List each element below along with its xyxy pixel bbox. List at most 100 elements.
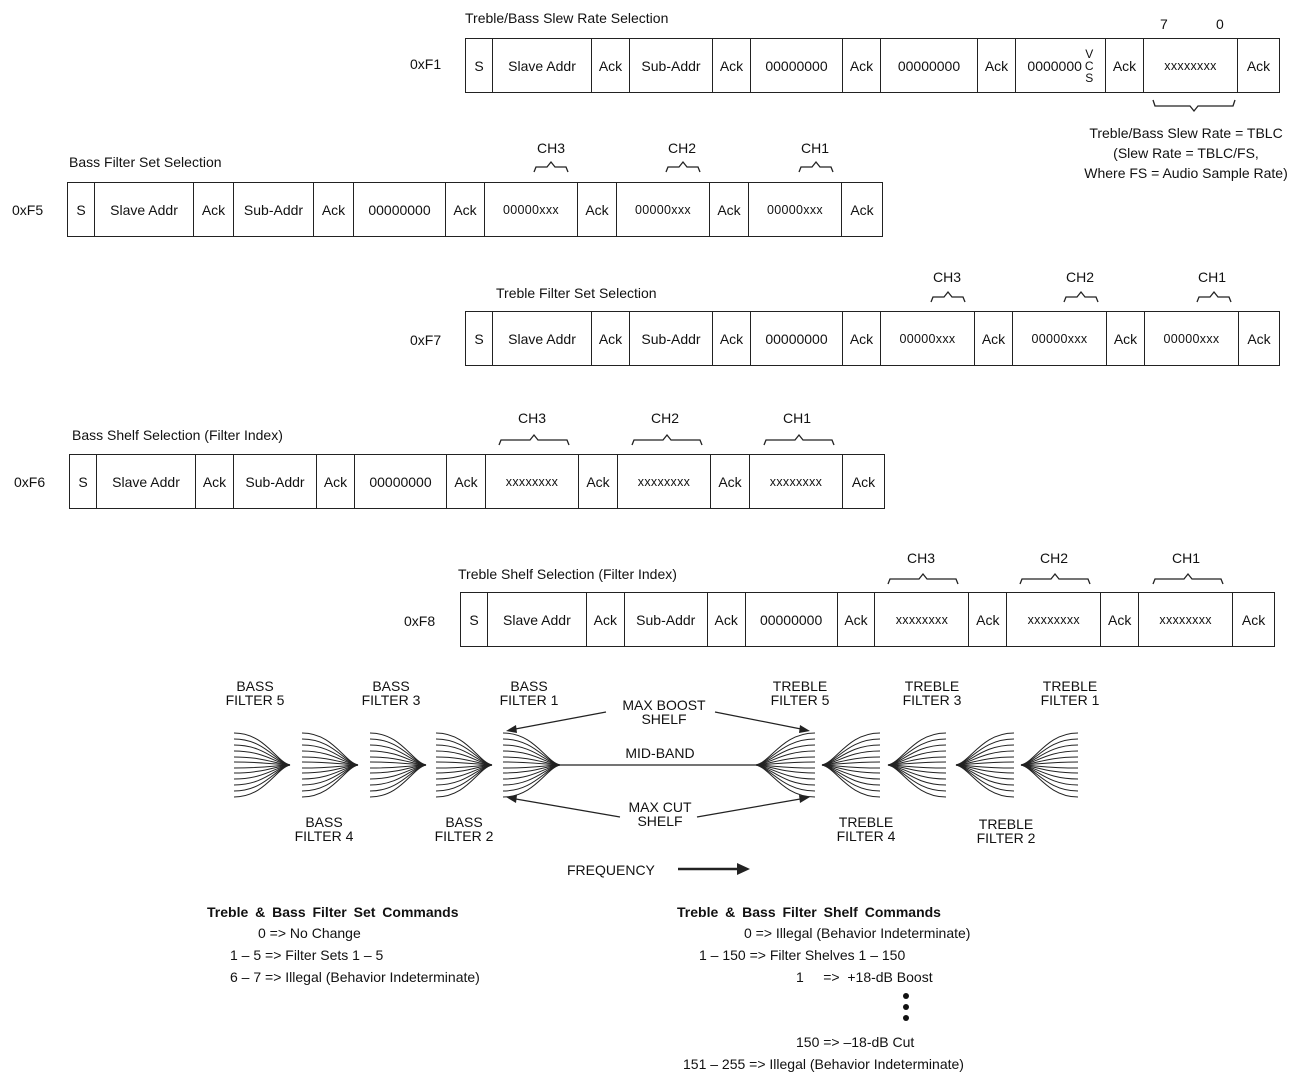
- filter-curve: [233, 738, 291, 766]
- shelf-command-line: 1 => +18-dB Boost: [796, 969, 933, 985]
- filter-curve: [435, 750, 493, 766]
- set-command-line: 0 => No Change: [258, 925, 361, 941]
- data-byte-cell: 00000000: [881, 39, 978, 92]
- filter-curve: [821, 756, 881, 766]
- slave-addr-cell: Slave Addr: [488, 593, 587, 646]
- filter-curve: [502, 764, 561, 786]
- label-line: TREBLE: [772, 678, 828, 694]
- sub-addr-cell: Sub-Addr: [630, 39, 713, 92]
- data-byte-cell: 00000000: [355, 455, 447, 508]
- label-line: FILTER 2: [976, 830, 1036, 846]
- ch3-byte-cell: xxxxxxxx: [875, 593, 970, 646]
- f1-bit-hi: 7: [1160, 16, 1168, 32]
- ack-cell: Ack: [446, 183, 485, 236]
- filter-curve: [301, 750, 359, 766]
- filter-curve: [435, 761, 493, 766]
- filter-curve: [369, 764, 427, 786]
- f6-address: 0xF6: [14, 474, 46, 490]
- filter-curve: [369, 764, 427, 780]
- f1-title: Treble/Bass Slew Rate Selection: [465, 10, 669, 26]
- filter-curve: [821, 764, 881, 792]
- vcs-bit-c: C: [1084, 58, 1094, 73]
- ch1-byte-cell: 00000xxx: [749, 183, 842, 236]
- filter-curve: [955, 764, 1015, 786]
- f1-address: 0xF1: [410, 56, 442, 72]
- filter-curve: [435, 744, 493, 766]
- ack-cell: Ack: [850, 201, 874, 218]
- start-cell: S: [70, 455, 97, 508]
- filter-curve: [435, 764, 493, 780]
- filter-curve: [502, 750, 561, 766]
- ack-cell: Ack: [1107, 312, 1145, 365]
- filter-curve: [1020, 764, 1079, 798]
- filter-curve: [955, 764, 1015, 774]
- filter-curve: [887, 732, 947, 766]
- ack-cell: Ack: [592, 312, 630, 365]
- f6-ch3-label: CH3: [518, 410, 547, 426]
- filter-curve: [502, 738, 561, 766]
- frequency-arrowhead: [737, 863, 750, 875]
- ack-cell: Ack: [579, 455, 618, 508]
- filter-curve: [887, 744, 947, 766]
- f5-register-row: S Slave Addr Ack Sub-Addr Ack 00000000 A…: [67, 182, 883, 237]
- f7-address: 0xF7: [410, 332, 442, 348]
- filter-curve: [301, 764, 359, 792]
- label-line: BASS: [236, 678, 274, 694]
- filter-curve: [755, 764, 816, 792]
- filter-curve: [1020, 738, 1079, 766]
- filter-curve: [233, 756, 291, 766]
- filter-curve: [821, 738, 881, 766]
- filter-curve: [821, 764, 881, 780]
- filter-curve: [955, 738, 1015, 766]
- f7-title: Treble Filter Set Selection: [496, 285, 657, 301]
- label-line: FILTER 5: [225, 692, 285, 708]
- filter-curve: [755, 732, 816, 766]
- f6-title: Bass Shelf Selection (Filter Index): [72, 427, 283, 443]
- data-byte-cell: 00000000: [354, 183, 446, 236]
- filter-curve: [955, 732, 1015, 766]
- filter-curve: [369, 764, 427, 798]
- label-line: FILTER 4: [836, 828, 896, 844]
- filter-curve: [821, 764, 881, 769]
- filter-curve: [369, 732, 427, 766]
- vcs-bits: V C S: [1085, 48, 1094, 84]
- filter-curve: [233, 764, 291, 798]
- ack-cell: Ack: [592, 39, 630, 92]
- ack-cell: Ack: [711, 455, 750, 508]
- f8-ch2-label: CH2: [1040, 550, 1069, 566]
- f5-ch3-label: CH3: [537, 140, 566, 156]
- f7-ch2-label: CH2: [1066, 269, 1095, 285]
- ch3-byte-cell: xxxxxxxx: [486, 455, 579, 508]
- filter-curve: [755, 738, 816, 766]
- filter-curve: [1020, 732, 1079, 766]
- label-line: FILTER 3: [902, 692, 962, 708]
- ack-cell: Ack: [1101, 593, 1140, 646]
- f6-ch2-label: CH2: [651, 410, 680, 426]
- filter-curve: [301, 738, 359, 766]
- filter-curve: [955, 761, 1015, 766]
- f7-ch1-label: CH1: [1198, 269, 1227, 285]
- filter-curve: [233, 750, 291, 766]
- filter-curve: [887, 764, 947, 786]
- label-line: TREBLE: [838, 814, 894, 830]
- filter-curve: [369, 764, 427, 774]
- shelf-command-line: 0 => Illegal (Behavior Indeterminate): [744, 925, 971, 941]
- filter-curve: [233, 732, 291, 766]
- filter-curve: [301, 744, 359, 766]
- label-line: SHELF: [637, 813, 683, 829]
- filter-curve: [1020, 761, 1079, 766]
- f8-register-row: S Slave Addr Ack Sub-Addr Ack 00000000 A…: [460, 592, 1275, 647]
- filter-curve: [755, 764, 816, 798]
- data-byte-cell: 00000000: [746, 593, 838, 646]
- filter-curve: [301, 764, 359, 798]
- filter-curve: [755, 750, 816, 766]
- slew-rate-byte-cell: xxxxxxxx: [1144, 39, 1238, 92]
- filter-curve: [887, 738, 947, 766]
- data-byte-cell: 00000000: [751, 312, 843, 365]
- filter-fan-group: [233, 732, 1079, 798]
- filter-curve: [435, 732, 493, 766]
- filter-curve: [887, 750, 947, 766]
